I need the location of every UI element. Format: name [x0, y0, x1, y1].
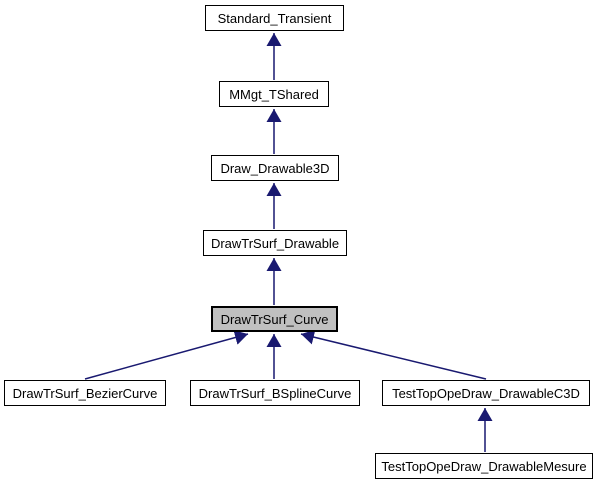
edge-beziercurve-to-drawtrsurf-curve — [84, 330, 249, 380]
class-node-drawtrsurf-drawable[interactable]: DrawTrSurf_Drawable — [203, 230, 347, 256]
class-node-mmgt-tshared[interactable]: MMgt_TShared — [219, 81, 329, 107]
class-node-drawtrsurf-beziercurve[interactable]: DrawTrSurf_BezierCurve — [4, 380, 166, 406]
class-node-drawtrsurf-curve-current: DrawTrSurf_Curve — [211, 306, 338, 332]
class-node-draw-drawable3d[interactable]: Draw_Drawable3D — [211, 155, 339, 181]
class-node-drawtrsurf-bsplinecurve[interactable]: DrawTrSurf_BSplineCurve — [190, 380, 360, 406]
class-node-testtopopedraw-drawablemesure[interactable]: TestTopOpeDraw_DrawableMesure — [375, 453, 593, 479]
class-node-testtopopedraw-drawablec3d[interactable]: TestTopOpeDraw_DrawableC3D — [382, 380, 590, 406]
class-node-standard-transient[interactable]: Standard_Transient — [205, 5, 344, 31]
edge-drawablec3d-to-drawtrsurf-curve — [300, 329, 487, 380]
